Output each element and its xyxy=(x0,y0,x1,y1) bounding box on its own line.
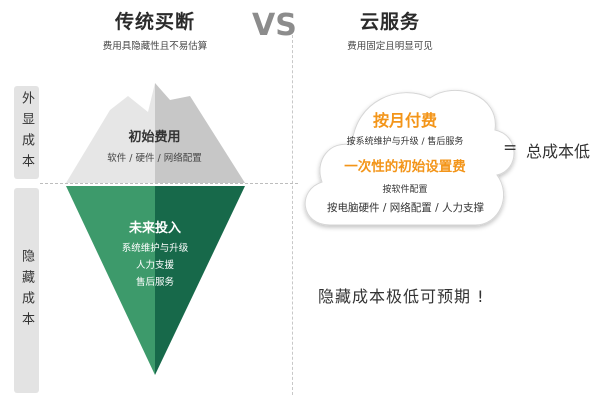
visible-cost-title: 初始费用 xyxy=(128,130,181,145)
monthly-fee-title: 按月付费 xyxy=(372,111,437,130)
iceberg-top-light xyxy=(66,83,155,183)
equals-sign: = xyxy=(503,138,518,158)
conclusion-text: 隐藏成本极低可预期 ! xyxy=(318,287,485,306)
hidden-cost-item: 人力支援 xyxy=(135,260,174,271)
hardware-detail: 按电脑硬件 / 网络配置 / 人力支撑 xyxy=(327,202,484,214)
total-cost-label: 总成本低 xyxy=(526,142,591,161)
onetime-fee-title: 一次性的初始设置费 xyxy=(344,159,466,175)
left-subtitle: 费用具隐藏性且不易估算 xyxy=(102,41,208,52)
iceberg-top-dark xyxy=(155,83,245,183)
visible-cost-detail: 软件 / 硬件 / 网络配置 xyxy=(107,153,202,164)
hidden-cost-item: 售后服务 xyxy=(135,277,174,288)
left-title: 传统买断 xyxy=(114,11,195,33)
hidden-cost-title: 未来投入 xyxy=(128,221,181,236)
visible-cost-tab: 外显成本 xyxy=(14,86,39,179)
cloud-shape xyxy=(304,89,515,226)
iceberg-bottom-light xyxy=(66,186,155,375)
iceberg-bottom-dark xyxy=(155,186,245,375)
monthly-fee-detail: 按系统维护与升级 / 售后服务 xyxy=(346,137,464,147)
vertical-divider xyxy=(292,35,293,395)
right-subtitle: 费用固定且明显可见 xyxy=(347,41,433,52)
onetime-fee-detail: 按软件配置 xyxy=(382,185,428,195)
vs-label: VS xyxy=(252,8,297,43)
right-title: 云服务 xyxy=(359,11,420,33)
hidden-cost-item: 系统维护与升级 xyxy=(121,243,189,254)
waterline-divider xyxy=(40,183,298,184)
visible-cost-tab-label: 外显成本 xyxy=(19,90,34,175)
hidden-cost-tab: 隐藏成本 xyxy=(14,188,39,393)
hidden-cost-tab-label: 隐藏成本 xyxy=(19,248,34,333)
